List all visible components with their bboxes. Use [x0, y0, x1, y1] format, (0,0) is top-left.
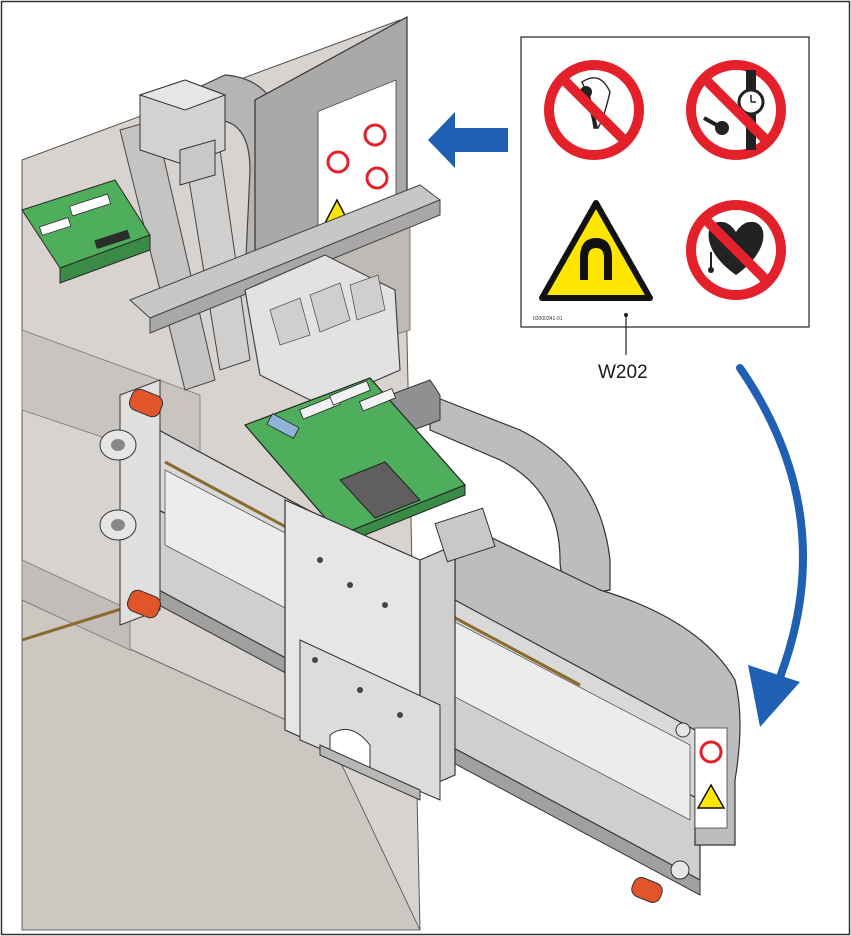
no-metal-implants-icon: [549, 65, 639, 155]
panel-sticker-watch-icon: [365, 125, 385, 145]
inset-code: 03000341-01: [533, 316, 563, 322]
warning-sign-inset: 03000341-01: [521, 37, 809, 327]
housing-sticker-implant-icon: [701, 742, 721, 762]
panel-sticker-heart-icon: [367, 168, 387, 188]
no-metal-objects-watches-icon: [691, 65, 781, 155]
no-pacemaker-icon: [691, 205, 781, 295]
callout-label: W202: [598, 362, 648, 383]
panel-sticker-implant-icon: [328, 152, 348, 172]
